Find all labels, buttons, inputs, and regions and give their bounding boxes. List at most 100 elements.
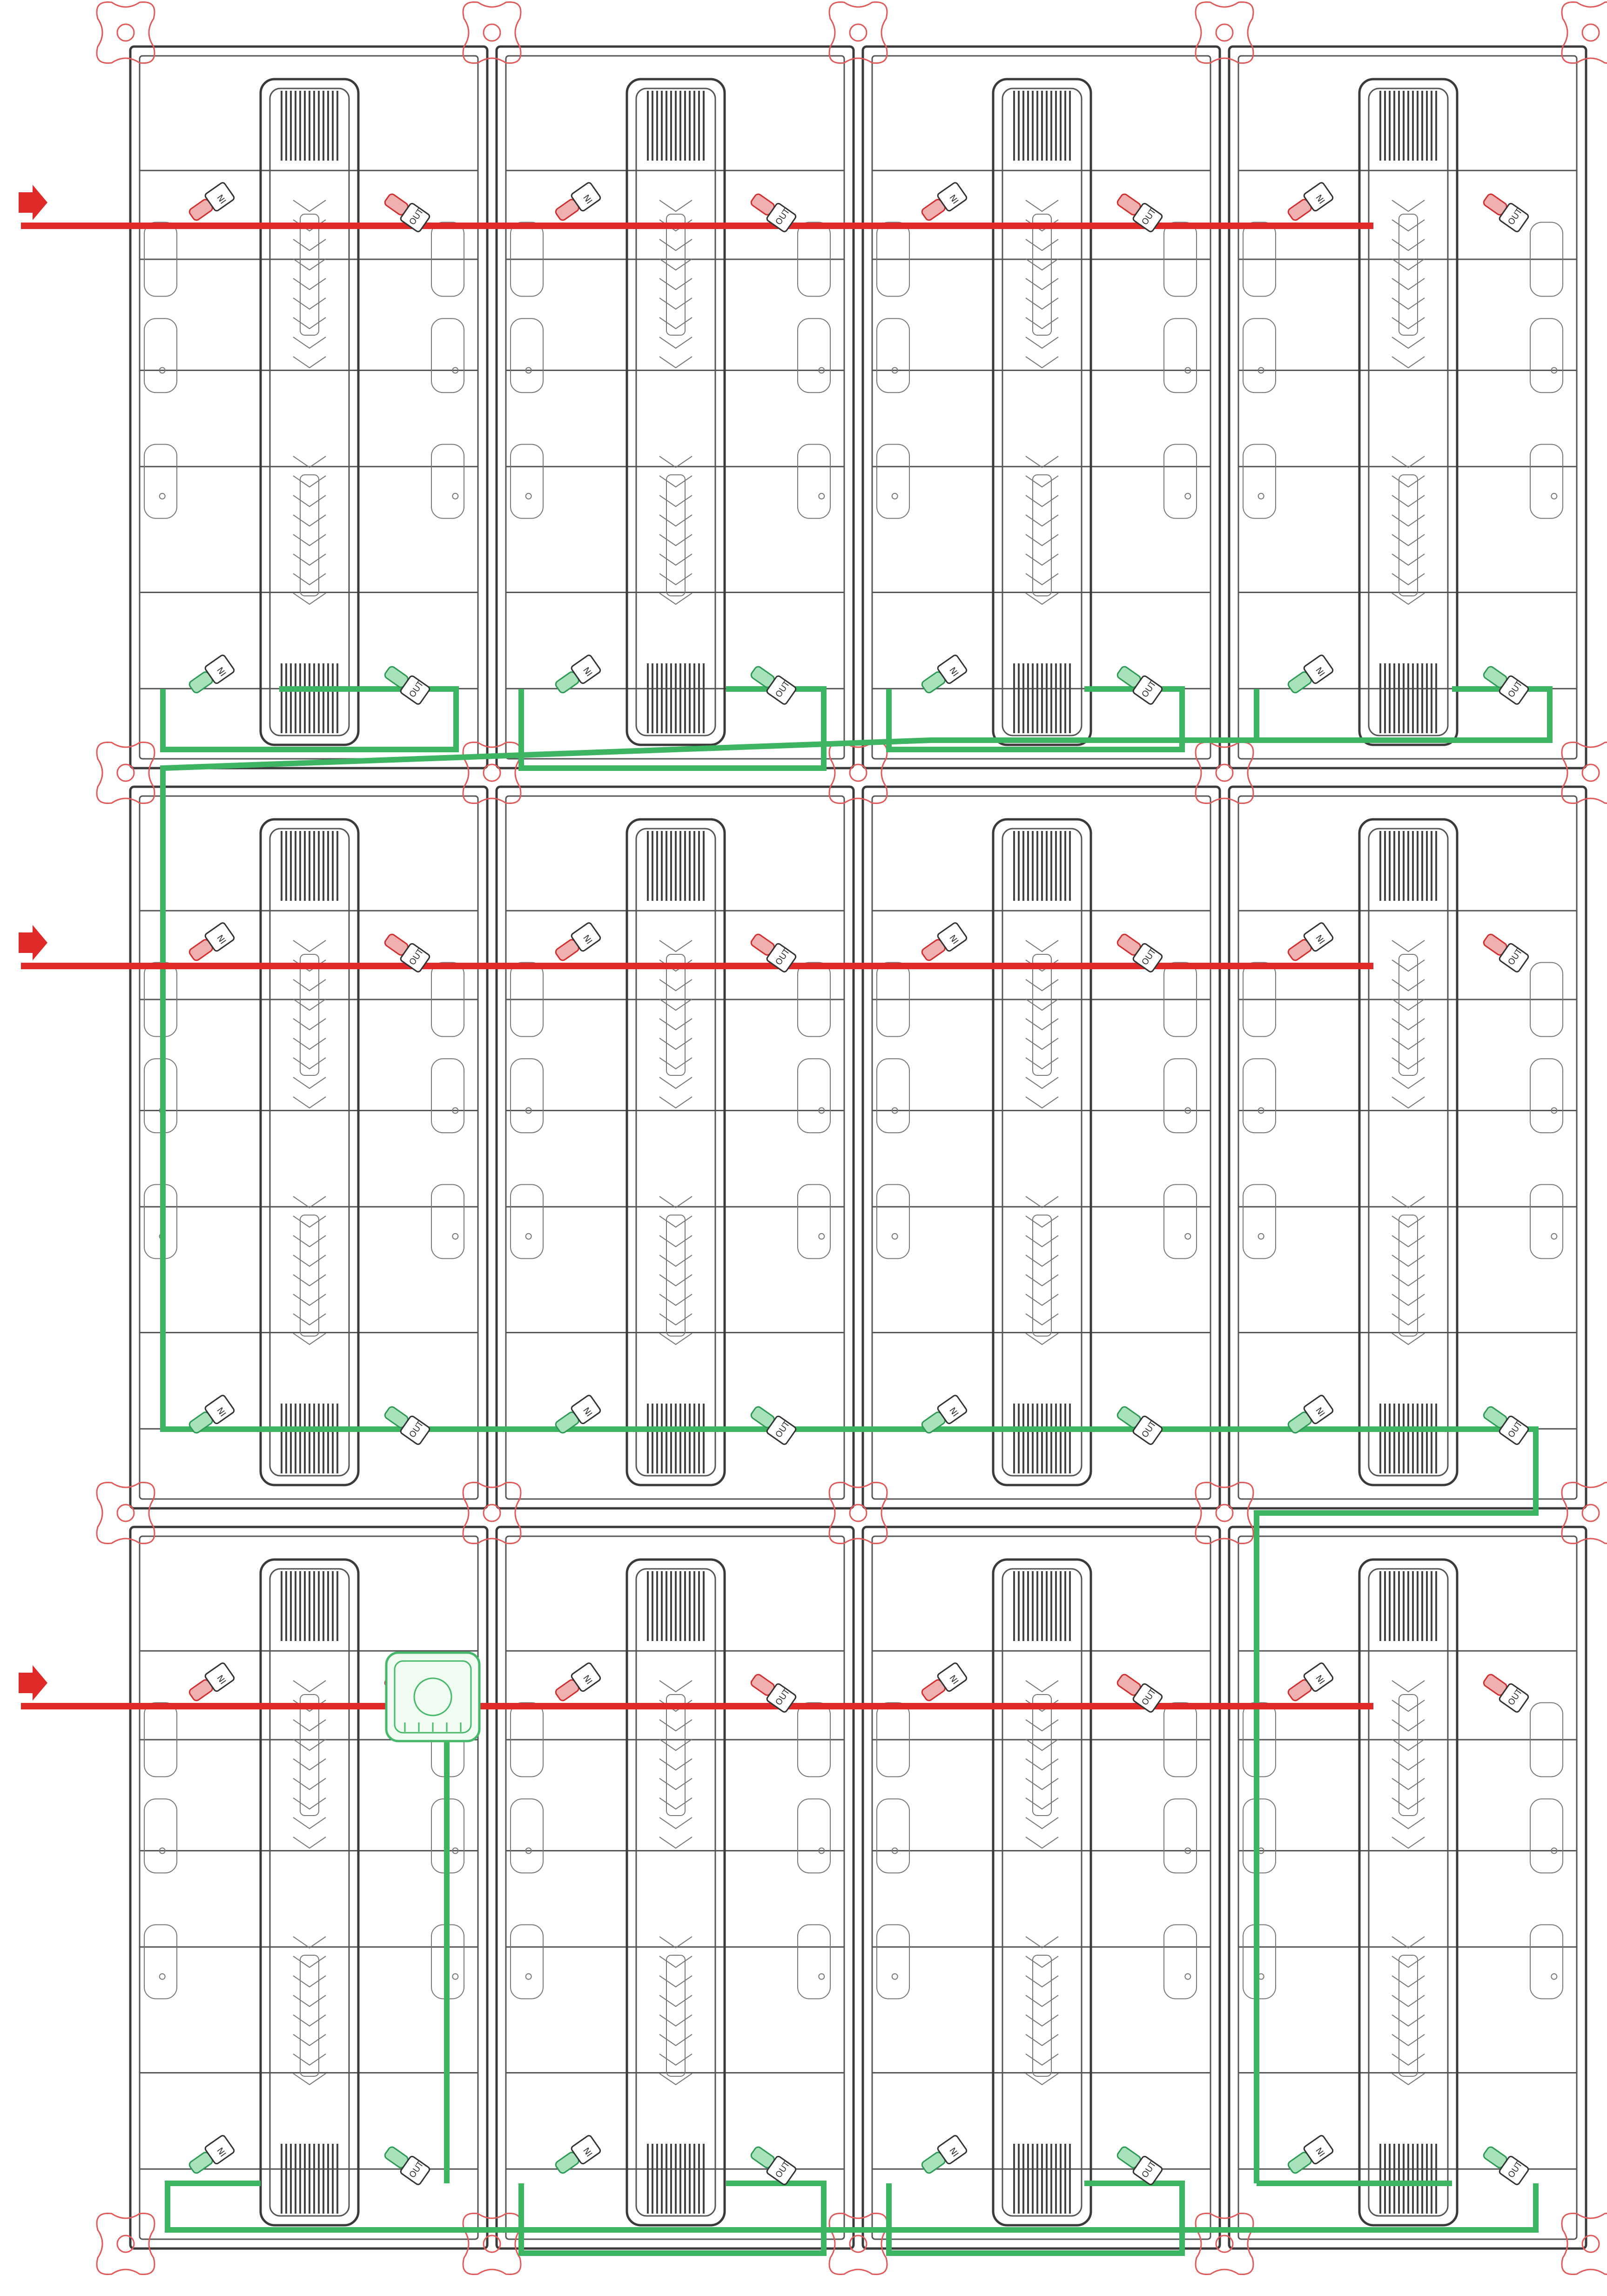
handle-icon (876, 1702, 910, 1777)
signal-out-connector: OUT (1116, 1406, 1163, 1445)
handle-icon (876, 222, 910, 297)
signal-loop-r3-outer (165, 2181, 1539, 2233)
cabinet-outline (1228, 785, 1587, 1510)
module-slot (1032, 1215, 1052, 1337)
chevron-icon (293, 2034, 326, 2046)
screw-icon (1257, 1233, 1264, 1240)
signal-in-connector: IN (921, 2135, 968, 2174)
corner-lock-outline (1195, 1, 1254, 64)
chevron-icon (1025, 258, 1059, 271)
handle-icon (1243, 222, 1276, 297)
handle-icon (510, 1924, 544, 1999)
module-slot (300, 1215, 319, 1337)
screw-icon (1184, 1847, 1191, 1854)
chevron-icon (293, 1739, 326, 1751)
chevron-icon (1392, 1235, 1425, 1248)
corner-lock-hole (483, 2235, 501, 2253)
connector-socket (1132, 203, 1163, 232)
power-out-connector: OUT (1483, 933, 1529, 972)
chevron-icon (1392, 534, 1425, 547)
corner-lock-hole (116, 23, 135, 42)
screw-icon (159, 493, 166, 500)
corner-lock-outline (828, 1, 888, 64)
chevron-icon (293, 1274, 326, 1287)
cabinet-inner-frame (505, 55, 845, 760)
screw-icon (1257, 493, 1264, 500)
handle-icon (144, 1924, 177, 1999)
corner-lock-hole (849, 1504, 867, 1522)
corner-lock-icon (1195, 1, 1254, 64)
corner-lock-hole (116, 1504, 135, 1522)
cabinet-r2-c2 (495, 785, 855, 1510)
chevron-icon (1392, 959, 1425, 972)
corner-lock-hole (116, 2235, 135, 2253)
connector-socket (400, 675, 430, 705)
connector-socket (1499, 2155, 1529, 2185)
chevron-icon (1392, 554, 1425, 566)
cabinet-inner-frame (139, 55, 479, 760)
handle-icon (1163, 318, 1197, 393)
screw-icon (452, 1847, 459, 1854)
chevron-icon (1392, 219, 1425, 232)
screw-icon (159, 1973, 166, 1980)
connector-socket (1132, 1683, 1163, 1713)
chevron-icon (1025, 1680, 1059, 1693)
chevron-icon (1025, 1778, 1059, 1790)
signal-run-left (160, 737, 1257, 1425)
handle-icon (510, 1702, 544, 1777)
chevron-icon (1025, 534, 1059, 547)
connector-socket (204, 2135, 235, 2165)
connector-socket (204, 655, 235, 684)
chevron-icon (659, 1235, 693, 1248)
chevron-icon (1392, 1057, 1425, 1070)
chevron-icon (659, 1739, 693, 1751)
cabinet-inner-frame (871, 55, 1211, 760)
signal-out-connector: OUT (384, 1406, 430, 1445)
connector-socket (1303, 655, 1334, 684)
chevron-icon (1025, 554, 1059, 566)
corner-lock-icon (1195, 2212, 1254, 2276)
handle-icon (876, 1924, 910, 1999)
connector-socket (571, 2135, 601, 2165)
connector-socket (766, 943, 797, 972)
chevron-icon (1392, 1797, 1425, 1810)
chevron-icon (1025, 1956, 1059, 1968)
handle-icon (431, 962, 464, 1037)
corner-lock-outline (462, 741, 522, 804)
signal-out-connector: OUT (1483, 1406, 1529, 1445)
chevron-icon (1392, 495, 1425, 507)
corner-lock-icon (96, 741, 155, 804)
corner-lock-hole (483, 763, 501, 782)
chevron-icon (1025, 1995, 1059, 2007)
chevron-icon (1025, 1975, 1059, 1988)
cabinet-inner-frame (505, 795, 845, 1500)
handle-icon (797, 1058, 831, 1134)
screw-icon (818, 1847, 825, 1854)
chevron-icon (659, 1975, 693, 1988)
screw-icon (525, 1107, 532, 1114)
power-supply-module (1358, 78, 1459, 746)
connector-socket (571, 1662, 601, 1692)
power-supply-inner (1002, 88, 1083, 736)
handle-icon (144, 318, 177, 393)
corner-lock-outline (1195, 741, 1254, 804)
chevron-icon (293, 514, 326, 527)
chevron-icon (1392, 200, 1425, 212)
screw-icon (1551, 493, 1558, 500)
chevron-icon (659, 1797, 693, 1810)
cabinet-outline (495, 1526, 855, 2250)
screw-icon (1184, 1973, 1191, 1980)
corner-lock-hole (1215, 23, 1234, 42)
chevron-icon (1392, 1196, 1425, 1209)
connector-socket (766, 1683, 797, 1713)
cabinet-outline (495, 785, 855, 1510)
power-supply-module (259, 1558, 360, 2227)
corner-lock-icon (462, 741, 522, 804)
chevron-icon (293, 200, 326, 212)
signal-in-connector: IN (188, 655, 235, 694)
chevron-icon (1025, 514, 1059, 527)
corner-lock-icon (828, 741, 888, 804)
handle-icon (1163, 1798, 1197, 1874)
handle-icon (1530, 1702, 1563, 1777)
